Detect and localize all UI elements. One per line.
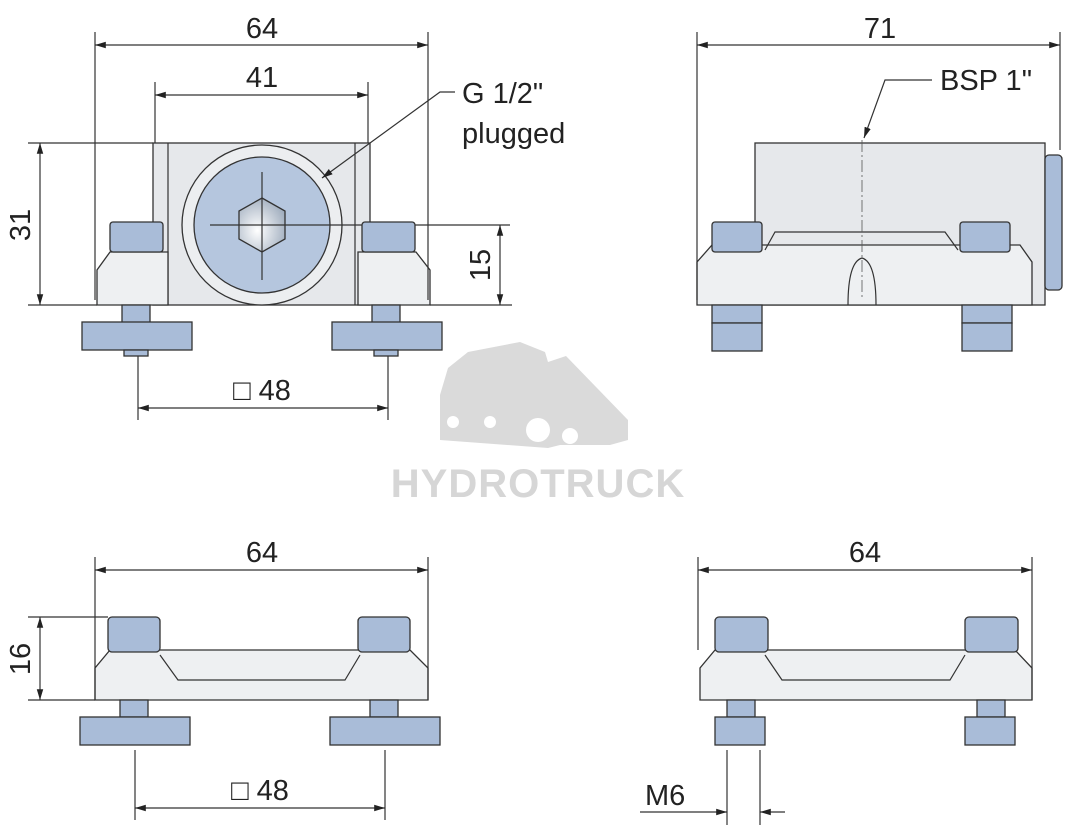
watermark-brand: HYDROTRUCK <box>391 462 685 506</box>
stem-right <box>371 304 401 324</box>
port-label-line1: G 1/2" <box>462 78 543 110</box>
dim-width-overall: 64 <box>246 537 278 569</box>
bolt-head-right <box>964 616 1019 653</box>
bsp-plug <box>1044 154 1063 291</box>
bolt-head-right <box>361 221 416 253</box>
nut-left <box>711 304 763 324</box>
dim-height: 16 <box>5 643 37 675</box>
mount-base <box>696 244 1033 306</box>
dim-mount-square: □ 48 <box>233 375 291 407</box>
t-nut-left <box>79 716 191 746</box>
dim-width-overall: 64 <box>246 13 278 45</box>
t-nut-left <box>81 321 193 351</box>
t-nut-right <box>331 321 443 351</box>
dim-width-body: 41 <box>246 62 278 94</box>
bolt-head-left <box>711 221 763 253</box>
dim-length-overall: 71 <box>864 13 896 45</box>
bolt-head-left <box>109 221 164 253</box>
bottom-right-view: 64 M6 <box>640 537 1033 825</box>
bolt-head-left <box>107 616 161 653</box>
nut-left <box>714 716 766 746</box>
t-nut-right <box>329 716 441 746</box>
dim-width-overall: 64 <box>849 537 881 569</box>
base-plate <box>699 649 1033 701</box>
nut-right <box>961 304 1013 324</box>
bolt-head-right <box>959 221 1011 253</box>
mount-lug-left <box>96 251 169 306</box>
mount-lug-right <box>357 251 431 306</box>
base-plate <box>94 649 429 701</box>
port-label: BSP 1" <box>940 65 1032 97</box>
bolt-head-left <box>714 616 769 653</box>
nut-right <box>964 716 1016 746</box>
front-view: 64 41 G 1/2" plugged 31 15 □ 48 <box>5 13 565 420</box>
side-view: 71 BSP 1" <box>696 13 1063 352</box>
bolt-head-right <box>357 616 411 653</box>
dim-mount-square: □ 48 <box>231 775 289 807</box>
watermark-logo: HYDROTRUCK <box>391 342 685 506</box>
dim-height-overall: 31 <box>5 209 37 241</box>
bottom-left-view: 64 16 □ 48 <box>5 537 441 820</box>
dim-port-height: 15 <box>465 249 497 281</box>
port-label-line2: plugged <box>462 118 565 150</box>
dim-thread: M6 <box>645 780 685 812</box>
stem-left <box>121 304 151 324</box>
